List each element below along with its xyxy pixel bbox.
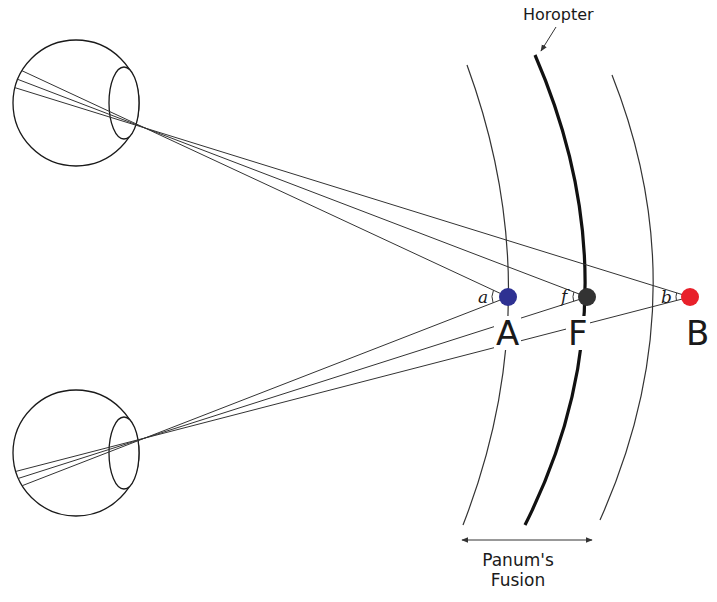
angle-label: b	[661, 289, 672, 306]
point-label: B	[684, 316, 711, 350]
sight-line	[18, 297, 587, 478]
sight-line	[18, 79, 587, 297]
sight-line	[22, 297, 508, 486]
target-point	[499, 288, 517, 306]
target-point	[681, 288, 699, 306]
angle-arc	[573, 292, 575, 301]
zone-label: Panum's Fusion	[473, 550, 563, 591]
eye-ball	[13, 390, 139, 516]
target-point	[578, 288, 596, 306]
sight-line	[16, 297, 690, 471]
eye-lens	[109, 417, 139, 489]
sight-line	[22, 71, 508, 297]
point-label: A	[494, 316, 521, 350]
angle-arc	[492, 290, 493, 303]
curve-label: Horopter	[521, 6, 596, 24]
angle-arc	[676, 293, 678, 301]
dimension-arrow	[462, 540, 592, 541]
horopter-curve	[525, 55, 585, 525]
point-label: F	[566, 316, 590, 350]
sight-line	[15, 88, 690, 297]
eye-ball	[13, 40, 139, 166]
eye-lens	[109, 67, 139, 139]
panum-boundary	[600, 75, 653, 520]
leader-arrow	[541, 27, 556, 51]
angle-label: f	[561, 288, 567, 305]
angle-label: a	[478, 289, 488, 306]
